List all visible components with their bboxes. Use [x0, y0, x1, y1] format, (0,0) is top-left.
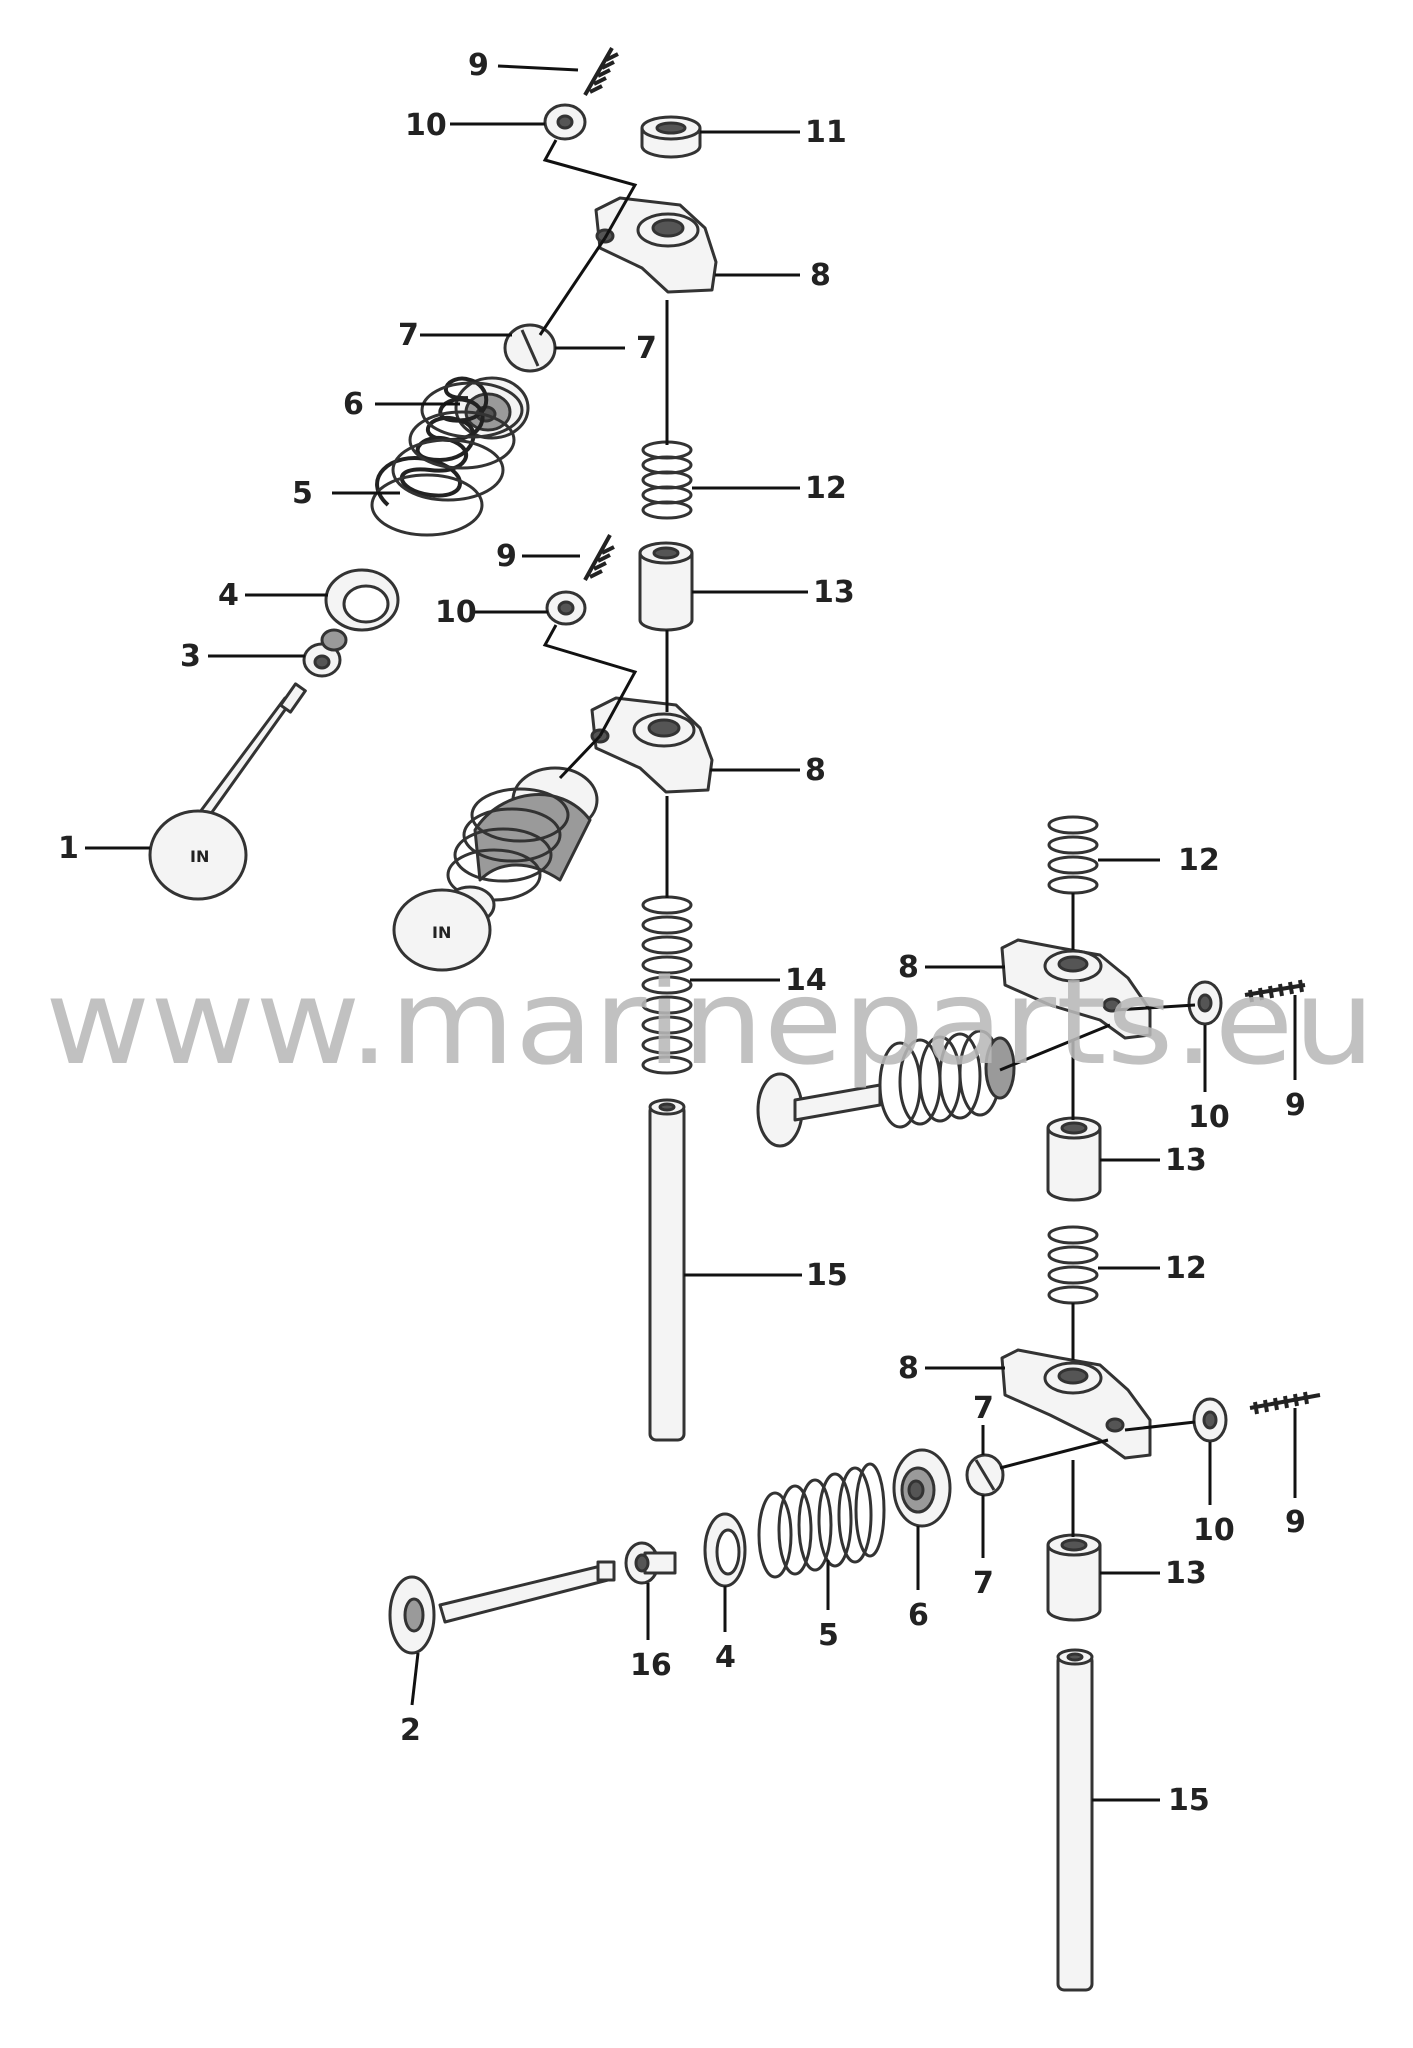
part-1-intake-valve: IN	[148, 682, 307, 901]
part-8-rocker-arm-right-upper	[1000, 938, 1152, 1040]
callout-5: 5	[818, 1618, 839, 1653]
callout-11: 11	[805, 115, 847, 150]
callout-5: 5	[292, 476, 313, 511]
part-13-spacer-right-upper	[1046, 1116, 1102, 1202]
callout-leaders	[85, 64, 1297, 1802]
callout-9: 9	[468, 48, 489, 83]
callout-7: 7	[398, 318, 419, 353]
part-11-valve-cap	[640, 115, 702, 159]
callout-7: 7	[973, 1566, 994, 1601]
valve-marking-in-assembled: IN	[432, 923, 451, 942]
part-15-pushrod-top	[648, 1098, 686, 1442]
part-8-rocker-arm-mid	[590, 696, 714, 794]
part-3-valve-stem-seal	[302, 628, 348, 678]
valve-marking-in: IN	[190, 847, 209, 866]
part-15-pushrod-bottom	[1056, 1648, 1094, 1992]
part-7-collets-top	[503, 323, 557, 373]
part-5-valve-spring-lower	[757, 1462, 886, 1579]
callout-13: 13	[813, 575, 855, 610]
callout-10: 10	[405, 108, 447, 143]
part-6-spring-retainer-top	[454, 376, 530, 440]
callout-10: 10	[1188, 1100, 1230, 1135]
callout-12: 12	[1165, 1251, 1207, 1286]
callout-12: 12	[805, 471, 847, 506]
callout-4: 4	[218, 578, 239, 613]
part-12-rocker-spring-right-lower	[1047, 1225, 1099, 1305]
callout-6: 6	[343, 387, 364, 422]
part-2-exhaust-valve	[388, 1560, 616, 1655]
part-13-spacer-right-lower	[1046, 1533, 1102, 1622]
callout-8: 8	[898, 950, 919, 985]
part-12-rocker-spring-top	[641, 440, 693, 520]
callout-7: 7	[973, 1391, 994, 1426]
callout-9: 9	[1285, 1088, 1306, 1123]
part-13-spacer-top	[638, 541, 694, 632]
callout-7: 7	[636, 331, 657, 366]
callout-8: 8	[898, 1351, 919, 1386]
part-9-adjusting-screw-right-upper	[1244, 979, 1306, 1003]
callout-4: 4	[715, 1640, 736, 1675]
part-9-adjusting-screw-top	[583, 47, 619, 96]
part-7-collets-lower	[965, 1453, 1005, 1497]
callout-9: 9	[496, 539, 517, 574]
callout-labels: 9 10 11 8 7 7 6 12 5 9 13 4 10 3 8 1 12 …	[58, 48, 1306, 1818]
part-10-locknut-right-upper	[1187, 980, 1223, 1026]
callout-10: 10	[435, 595, 477, 630]
part-8-rocker-arm-top	[594, 196, 718, 294]
callout-12: 12	[1178, 843, 1220, 878]
part-10-locknut-top	[543, 103, 587, 141]
callout-9: 9	[1285, 1505, 1306, 1540]
callout-16: 16	[630, 1648, 672, 1683]
callout-13: 13	[1165, 1556, 1207, 1591]
part-16-valve-stem-seal-exhaust	[624, 1541, 677, 1585]
assembled-exhaust-valve-right	[756, 1029, 1016, 1148]
callout-2: 2	[400, 1713, 421, 1748]
watermark: www.marineparts.eu	[45, 953, 1375, 1091]
part-10-locknut-right-lower	[1192, 1397, 1228, 1443]
part-9-adjusting-screw-mid	[583, 534, 615, 581]
part-4-spring-seat-washer-lower	[703, 1512, 747, 1588]
part-8-rocker-arm-right-lower	[1000, 1348, 1152, 1460]
part-14-pushrod-spring	[641, 895, 693, 1075]
part-6-spring-retainer-lower	[892, 1448, 952, 1528]
assembled-intake-valve: IN	[392, 766, 599, 972]
part-4-spring-seat-washer-top	[324, 568, 400, 632]
part-9-adjusting-screw-right-lower	[1249, 1391, 1321, 1415]
callout-15: 15	[1168, 1783, 1210, 1818]
assembly-axis-lines	[538, 139, 1196, 1537]
part-10-locknut-mid	[545, 590, 587, 626]
part-5-valve-spring-top	[370, 376, 524, 537]
callout-14: 14	[785, 963, 827, 998]
callout-10: 10	[1193, 1513, 1235, 1548]
callout-8: 8	[805, 753, 826, 788]
callout-13: 13	[1165, 1143, 1207, 1178]
callout-3: 3	[180, 639, 201, 674]
part-12-rocker-spring-right-upper	[1047, 815, 1099, 895]
callout-1: 1	[58, 831, 79, 866]
callout-6: 6	[908, 1598, 929, 1633]
callout-15: 15	[806, 1258, 848, 1293]
callout-8: 8	[810, 258, 831, 293]
